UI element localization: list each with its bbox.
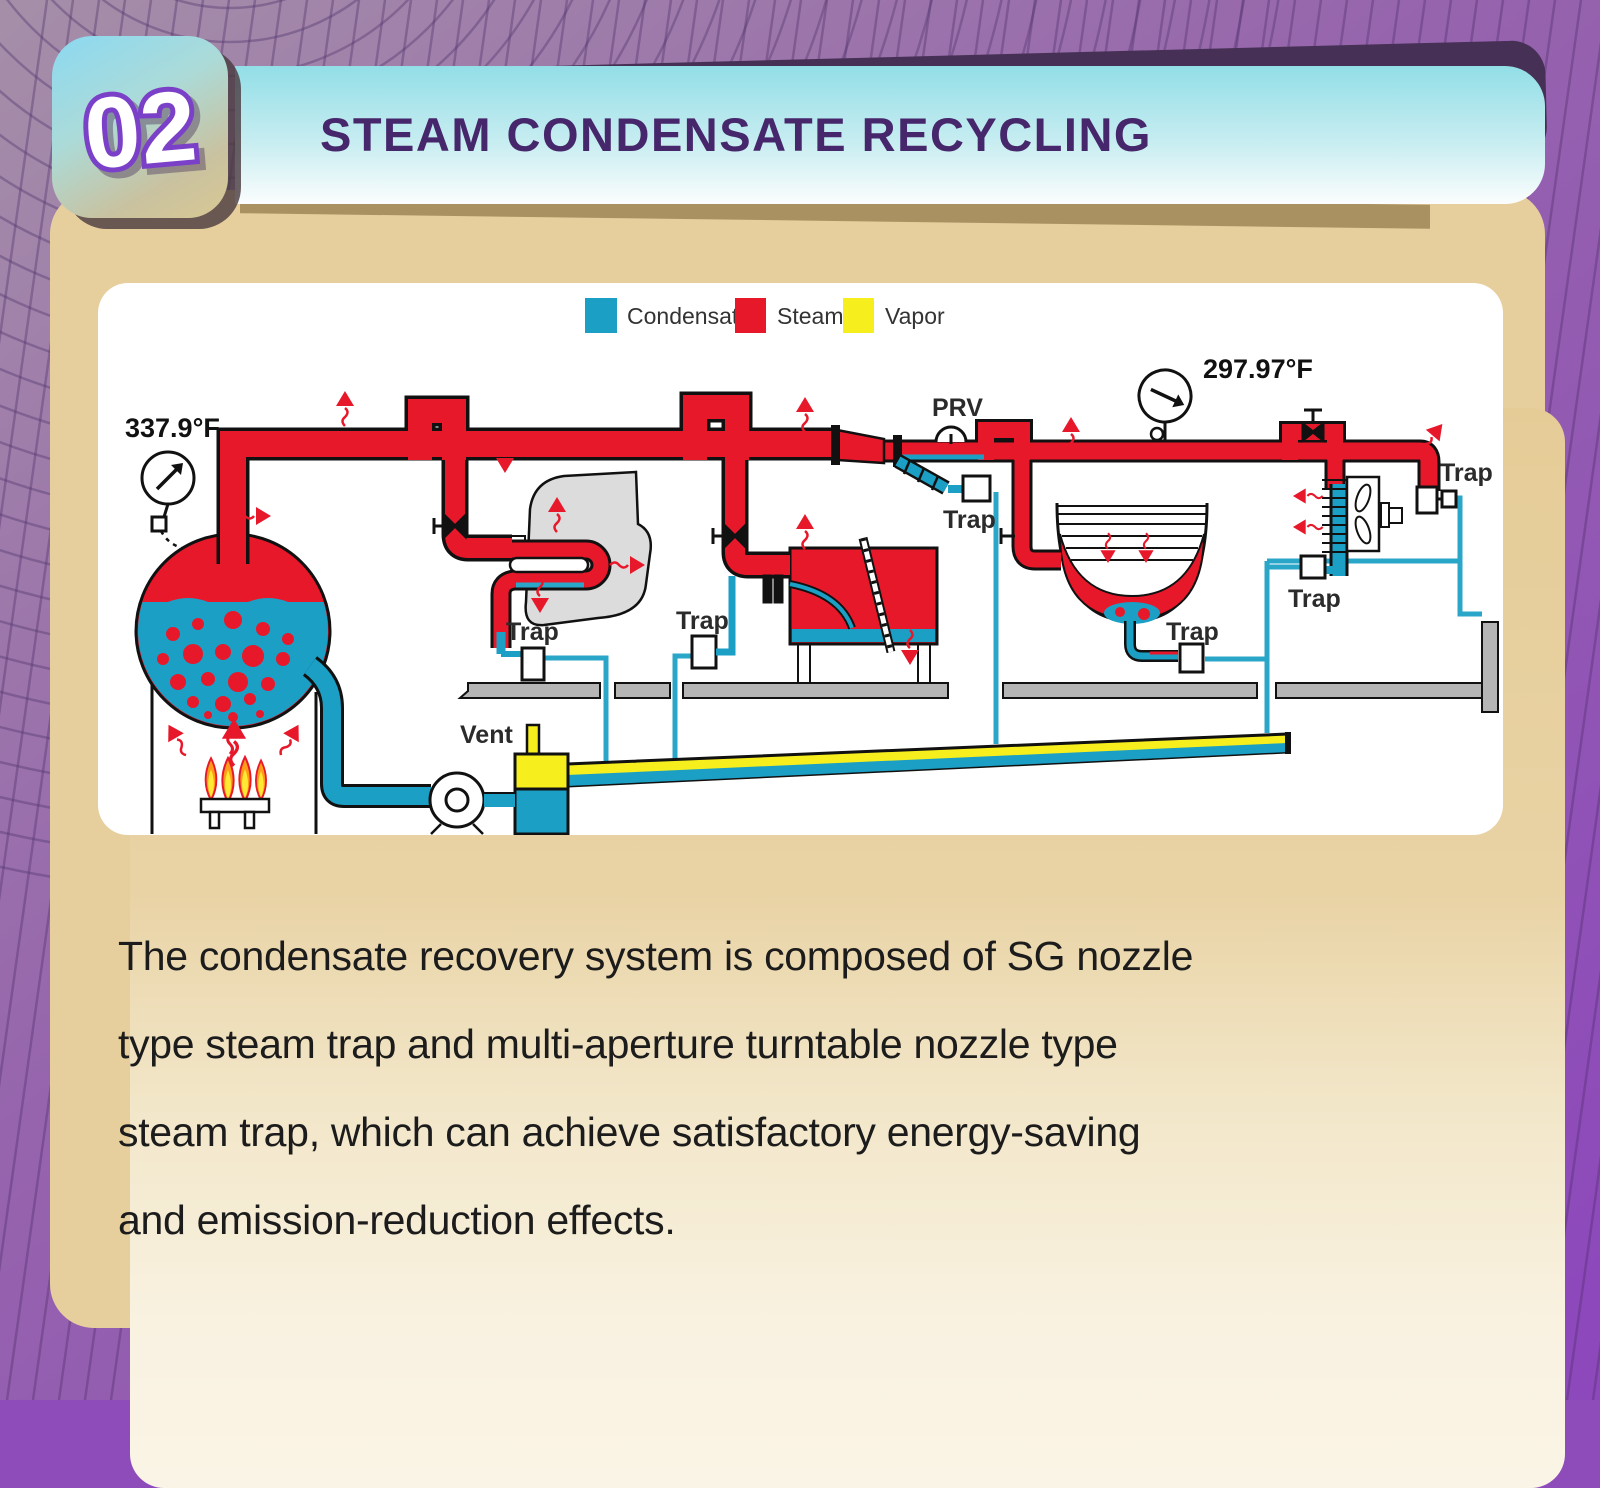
vent-tank <box>302 656 1291 835</box>
steam-bubbles <box>157 611 294 722</box>
steam-trap: Trap <box>1166 618 1219 674</box>
valves <box>432 408 1325 604</box>
svg-text:Trap: Trap <box>1440 459 1493 487</box>
valve-icon <box>711 522 747 550</box>
svg-text:Trap: Trap <box>943 506 996 534</box>
badge-number-art: 02 02 <box>75 64 212 201</box>
valve-icon <box>1301 408 1325 444</box>
body-paragraph: The condensate recovery system is compos… <box>118 912 1458 1264</box>
condensate-pump-icon <box>428 771 515 835</box>
temp-right-label: 297.97°F <box>1203 354 1313 384</box>
steam-traps: Trap Trap Trap Trap Trap Trap <box>506 459 1493 682</box>
svg-text:Trap: Trap <box>1288 585 1341 613</box>
pipe-end-anchor <box>1481 621 1499 713</box>
boiler <box>134 532 332 834</box>
burner-flames-icon <box>199 733 271 830</box>
diagram-legend: Condensate Steam Vapor <box>585 298 945 333</box>
body-line: steam trap, which can achieve satisfacto… <box>118 1109 1141 1155</box>
legend-label-steam: Steam <box>777 303 843 329</box>
heat-exchanger-fan-icon <box>1322 475 1403 576</box>
legend-label-vapor: Vapor <box>885 303 945 329</box>
steam-tank <box>788 536 939 684</box>
badge-number-shadow: 02 <box>85 75 206 196</box>
press-steam-bed <box>496 556 590 657</box>
flash-bowl <box>1055 502 1209 662</box>
badge-number: 02 <box>80 69 201 190</box>
body-line: and emission-reduction effects. <box>118 1197 676 1243</box>
prv-label: PRV <box>932 394 983 422</box>
steam-piping <box>216 391 1441 648</box>
valve-icon <box>999 528 1015 544</box>
steam-trap: Trap <box>1288 554 1341 613</box>
legend-label-condensate: Condensate <box>627 303 751 329</box>
prv-valve-icon <box>934 425 968 444</box>
valve-icon <box>432 512 467 540</box>
pressure-gauge-icon <box>1129 360 1201 442</box>
body-line: The condensate recovery system is compos… <box>118 933 1194 979</box>
svg-text:Trap: Trap <box>506 618 559 646</box>
section-number-badge: 02 02 <box>52 36 228 218</box>
steam-trap: Trap <box>676 576 736 670</box>
steam-trap: Trap <box>1415 459 1493 515</box>
svg-text:Trap: Trap <box>1166 618 1219 646</box>
temp-left-label: 337.9°F <box>125 413 220 443</box>
steam-trap: Trap <box>943 474 996 534</box>
drip-leg <box>894 454 963 495</box>
floor-segments <box>457 621 1499 713</box>
legend-swatch-condensate <box>585 298 617 333</box>
legend-swatch-steam <box>735 298 766 333</box>
diagram-panel: PRV <box>98 283 1503 835</box>
steam-system-diagram: PRV <box>125 298 1499 835</box>
pressure-gauge-icon <box>140 450 196 550</box>
body-line: type steam trap and multi-aperture turnt… <box>118 1021 1118 1067</box>
steam-trap: Trap <box>506 618 559 682</box>
legend-swatch-vapor <box>843 298 874 333</box>
vent-label: Vent <box>460 721 513 749</box>
svg-text:Trap: Trap <box>676 607 729 635</box>
title-banner: STEAM CONDENSATE RECYCLING <box>235 66 1545 204</box>
page-title: STEAM CONDENSATE RECYCLING <box>320 108 1152 161</box>
